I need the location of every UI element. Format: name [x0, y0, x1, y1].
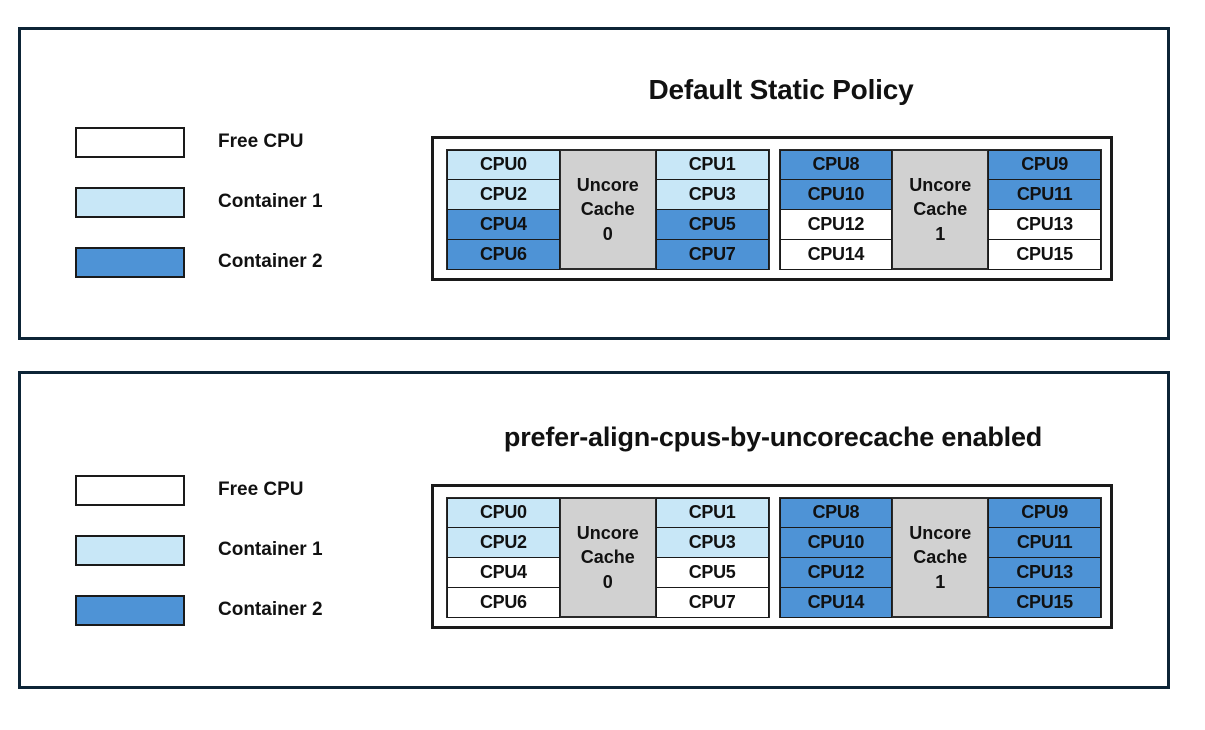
cpu-cell: CPU4 [447, 209, 560, 240]
panel-default-static-policy: Default Static Policy Free CPU Container… [18, 27, 1170, 340]
cpu-cell: CPU14 [779, 238, 893, 270]
cpu-column-right: CPU1 CPU3 CPU5 CPU7 [655, 149, 769, 270]
cpu-cell: CPU2 [447, 179, 560, 210]
cpu-cell: CPU12 [779, 557, 893, 588]
uncore-cache-group-0: CPU0 CPU2 CPU4 CPU6 Uncore Cache 0 CPU1 … [446, 497, 770, 618]
uncore-cache-block: Uncore Cache 1 [892, 150, 989, 269]
cpu-cell: CPU15 [988, 586, 1101, 618]
legend-label-container-2: Container 2 [218, 599, 323, 620]
cpu-cell: CPU10 [779, 527, 893, 558]
uncore-cache-index: 0 [602, 223, 613, 244]
legend-swatch-container-1 [75, 186, 185, 218]
uncore-cache-group-1: CPU8 CPU10 CPU12 CPU14 Uncore Cache 1 CP… [778, 497, 1102, 618]
cpu-cell: CPU1 [655, 149, 769, 181]
cpu-column-right: CPU9 CPU11 CPU13 CPU15 [988, 149, 1101, 270]
cpu-topology-diagram: CPU0 CPU2 CPU4 CPU6 Uncore Cache 0 CPU1 … [431, 484, 1113, 629]
legend-item-container-2: Container 2 [75, 246, 323, 278]
legend-label-free-cpu: Free CPU [218, 131, 304, 152]
cpu-cell: CPU3 [655, 527, 769, 558]
cpu-cell: CPU8 [779, 497, 893, 529]
cpu-cell: CPU7 [655, 586, 769, 618]
uncore-cache-label-line1: Uncore [576, 523, 639, 544]
uncore-cache-index: 0 [602, 571, 613, 592]
page-title: prefer-align-cpus-by-uncorecache enabled [503, 422, 1043, 452]
panel-prefer-align-cpus-by-uncorecache: prefer-align-cpus-by-uncorecache enabled… [18, 371, 1170, 689]
cpu-cell: CPU13 [988, 209, 1101, 240]
legend-item-container-2: Container 2 [75, 594, 323, 626]
uncore-cache-label-line1: Uncore [909, 523, 972, 544]
cpu-cell: CPU4 [447, 557, 560, 588]
legend-item-free-cpu: Free CPU [75, 474, 323, 506]
legend-label-container-1: Container 1 [218, 191, 323, 212]
uncore-cache-block: Uncore Cache 0 [559, 498, 656, 617]
legend-swatch-free-cpu [75, 474, 185, 506]
cpu-cell: CPU6 [447, 586, 560, 618]
cpu-cell: CPU9 [988, 497, 1101, 529]
cpu-cell: CPU14 [779, 586, 893, 618]
cpu-cell: CPU11 [988, 179, 1101, 210]
legend-swatch-container-2 [75, 594, 185, 626]
cpu-cell: CPU6 [447, 238, 560, 270]
cpu-cell: CPU11 [988, 527, 1101, 558]
legend: Free CPU Container 1 Container 2 [75, 126, 323, 278]
cpu-cell: CPU13 [988, 557, 1101, 588]
uncore-cache-label-line2: Cache [913, 547, 968, 568]
cpu-cell: CPU5 [655, 209, 769, 240]
cpu-cell: CPU10 [779, 179, 893, 210]
legend-item-container-1: Container 1 [75, 534, 323, 566]
cpu-column-left: CPU8 CPU10 CPU12 CPU14 [779, 149, 893, 270]
cpu-cell: CPU7 [655, 238, 769, 270]
cpu-cell: CPU2 [447, 527, 560, 558]
cpu-cell: CPU0 [447, 149, 560, 181]
legend-label-container-1: Container 1 [218, 539, 323, 560]
cpu-cell: CPU15 [988, 238, 1101, 270]
legend-item-container-1: Container 1 [75, 186, 323, 218]
page-title: Default Static Policy [648, 74, 914, 105]
cpu-column-right: CPU9 CPU11 CPU13 CPU15 [988, 497, 1101, 618]
cpu-cell: CPU0 [447, 497, 560, 529]
cpu-cell: CPU5 [655, 557, 769, 588]
cpu-column-left: CPU0 CPU2 CPU4 CPU6 [447, 497, 560, 618]
uncore-cache-group-1: CPU8 CPU10 CPU12 CPU14 Uncore Cache 1 CP… [778, 149, 1102, 270]
legend: Free CPU Container 1 Container 2 [75, 474, 323, 626]
uncore-cache-label-line2: Cache [913, 199, 968, 220]
legend-item-free-cpu: Free CPU [75, 126, 323, 158]
cpu-cell: CPU8 [779, 149, 893, 181]
uncore-cache-group-0: CPU0 CPU2 CPU4 CPU6 Uncore Cache 0 CPU1 … [446, 149, 770, 270]
cpu-cell: CPU9 [988, 149, 1101, 181]
cpu-column-right: CPU1 CPU3 CPU5 CPU7 [655, 497, 769, 618]
uncore-cache-index: 1 [935, 571, 946, 592]
uncore-cache-label-line1: Uncore [909, 175, 972, 196]
uncore-cache-label-line2: Cache [580, 547, 635, 568]
cpu-cell: CPU3 [655, 179, 769, 210]
cpu-cell: CPU1 [655, 497, 769, 529]
uncore-cache-label-line2: Cache [580, 199, 635, 220]
uncore-cache-index: 1 [935, 223, 946, 244]
uncore-cache-block: Uncore Cache 0 [559, 150, 656, 269]
legend-swatch-free-cpu [75, 126, 185, 158]
legend-label-container-2: Container 2 [218, 251, 323, 272]
cpu-column-left: CPU0 CPU2 CPU4 CPU6 [447, 149, 560, 270]
cpu-column-left: CPU8 CPU10 CPU12 CPU14 [779, 497, 893, 618]
cpu-cell: CPU12 [779, 209, 893, 240]
legend-label-free-cpu: Free CPU [218, 479, 304, 500]
uncore-cache-block: Uncore Cache 1 [892, 498, 989, 617]
cpu-topology-diagram: CPU0 CPU2 CPU4 CPU6 Uncore Cache 0 CPU1 … [431, 136, 1113, 281]
uncore-cache-label-line1: Uncore [576, 175, 639, 196]
legend-swatch-container-2 [75, 246, 185, 278]
legend-swatch-container-1 [75, 534, 185, 566]
